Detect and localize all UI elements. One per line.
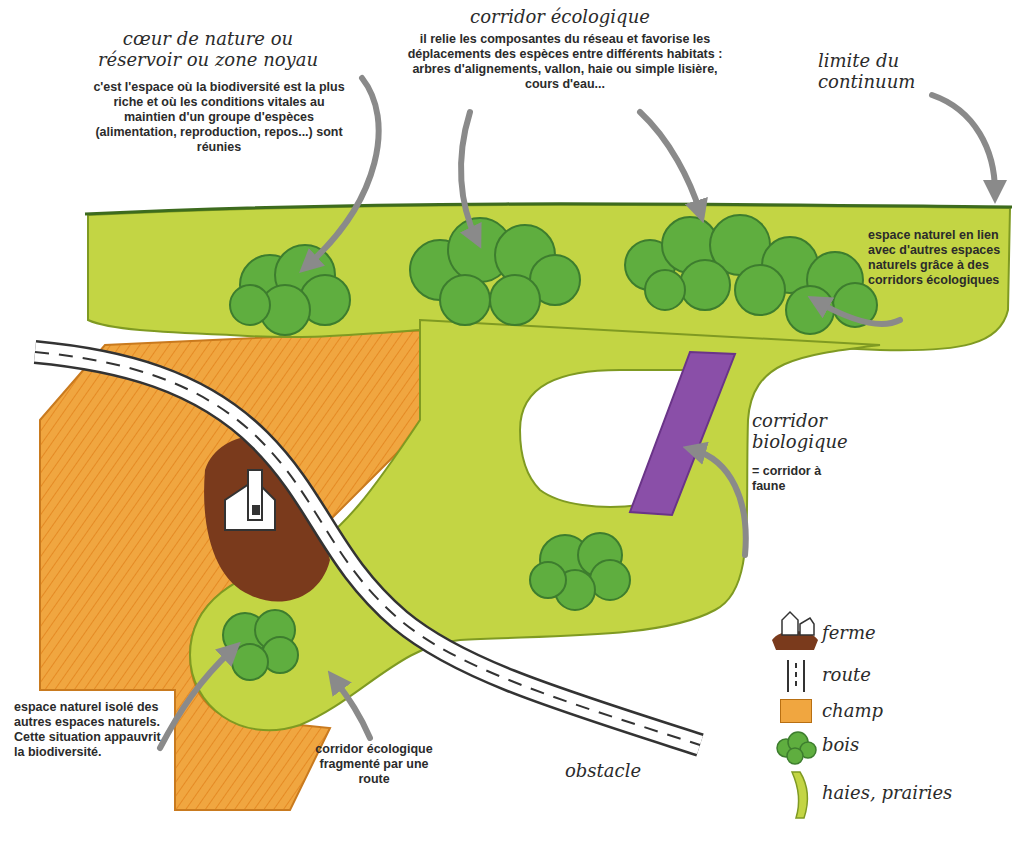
note-text: = corridor à faune — [752, 464, 847, 494]
heading-label: corridor biologique — [752, 410, 877, 452]
wildlife-corridor — [630, 352, 735, 515]
legend-text: route — [822, 664, 871, 685]
legend-hedge-icon — [792, 772, 807, 818]
description-text: il relie les composantes du réseau et fa… — [405, 32, 725, 92]
heading-label: limite du continuum — [818, 50, 930, 92]
road — [35, 352, 700, 745]
legend-swatch — [780, 699, 812, 723]
legend-wood-icon — [777, 732, 816, 764]
description-text: c'est l'espace où la biodiversité est la… — [88, 80, 350, 155]
legend-farm-icon — [772, 612, 818, 650]
note-text: espace naturel en lien avec d'autres esp… — [868, 228, 1010, 288]
legend-road-icon — [788, 660, 804, 692]
legend-text: champ — [822, 700, 883, 721]
farm-house — [225, 470, 275, 530]
continuum-limit — [85, 204, 1012, 214]
wood — [223, 215, 877, 680]
hedge-meadow-lower — [190, 320, 880, 730]
legend-text: bois — [822, 734, 859, 755]
heading-label: cœur de nature ou réservoir ou zone noya… — [88, 28, 328, 70]
note-text: espace naturel isolé des autres espaces … — [14, 700, 164, 760]
heading-label: corridor écologique — [420, 6, 700, 27]
note-text: corridor écologique fragmenté par une ro… — [312, 742, 436, 787]
legend-text: ferme — [822, 622, 876, 643]
obstacle-label: obstacle — [565, 760, 655, 781]
legend-text: haies, prairies — [822, 782, 952, 803]
leader-arrow — [160, 78, 995, 748]
